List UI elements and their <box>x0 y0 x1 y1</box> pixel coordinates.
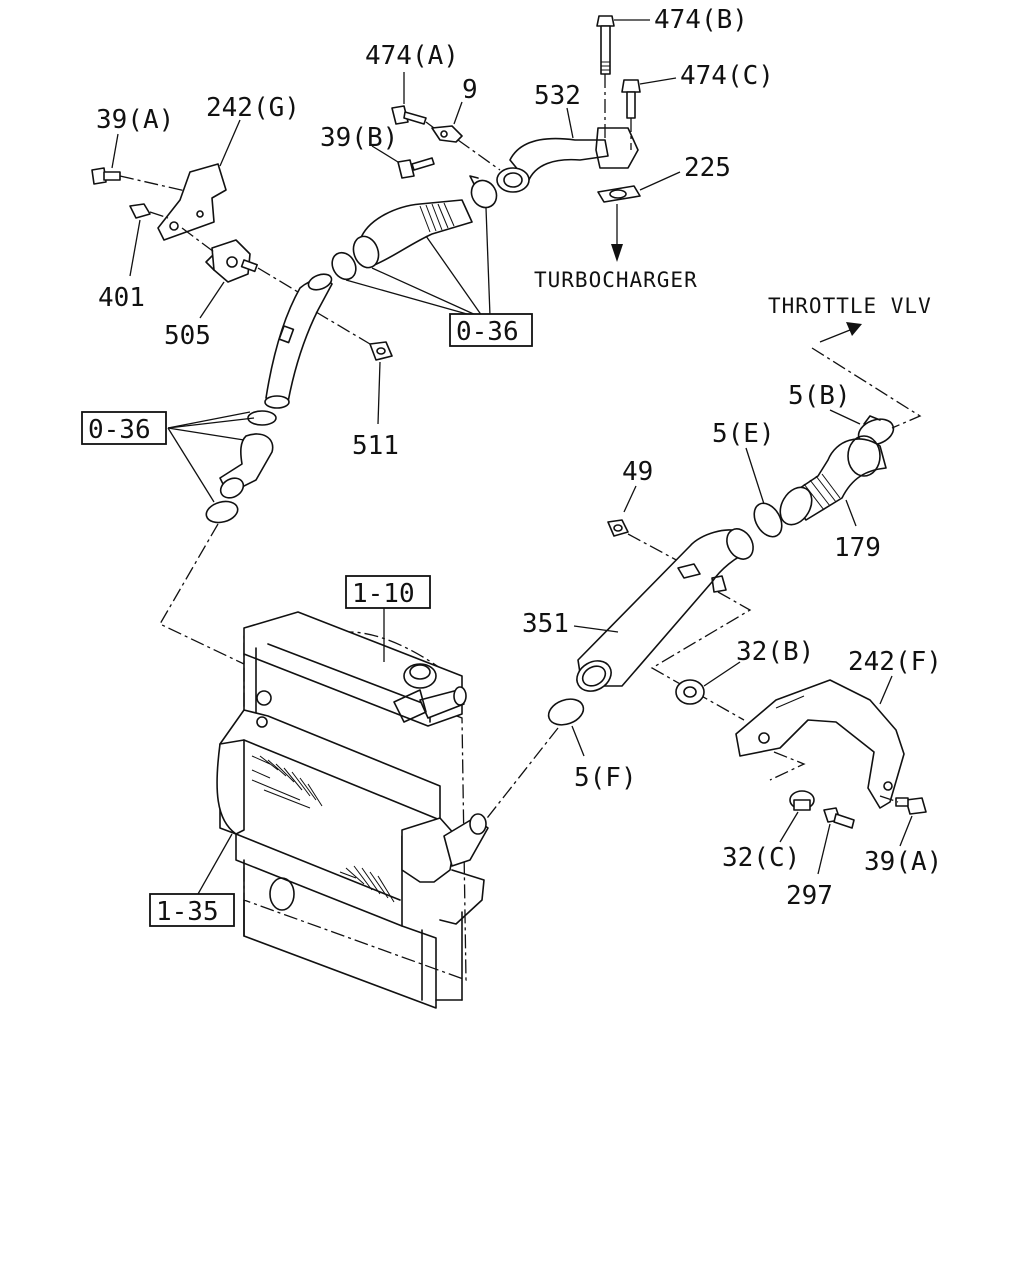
bolt-39a-top <box>91 167 121 185</box>
nut-511 <box>369 341 393 361</box>
callout-242f: 242(F) <box>848 647 942 677</box>
callout-474b: 474(B) <box>654 5 748 35</box>
callout-511: 511 <box>352 431 399 461</box>
ref-110: 1-10 <box>352 579 415 609</box>
turbocharger-note: TURBOCHARGER <box>534 268 698 292</box>
callout-474a: 474(A) <box>365 41 459 71</box>
hose-upper <box>352 199 473 269</box>
callout-242g: 242(G) <box>206 93 300 123</box>
callout-5e: 5(E) <box>712 419 775 449</box>
callout-532: 532 <box>534 81 581 111</box>
callout-474c: 474(C) <box>680 61 774 91</box>
callout-297: 297 <box>786 881 833 911</box>
bracket-9 <box>431 125 463 143</box>
ref-135: 1-35 <box>156 897 219 927</box>
callout-9: 9 <box>462 75 478 105</box>
callout-401: 401 <box>98 283 145 313</box>
ref-box-036-top <box>449 313 533 347</box>
ref-box-036-left <box>81 411 167 445</box>
bolt-39b <box>397 157 435 179</box>
throttle-note: THROTTLE VLV <box>768 294 932 318</box>
pipe-351 <box>576 528 754 692</box>
bracket-242f <box>735 679 905 809</box>
callout-5b: 5(B) <box>788 381 851 411</box>
ref-box-110 <box>345 575 431 609</box>
bolt-474a <box>391 105 427 125</box>
grommet-32b <box>675 679 705 705</box>
bracket-242g <box>157 163 227 241</box>
bolt-39a-bottom <box>895 797 927 815</box>
turbocharger-arrow-icon <box>611 204 623 262</box>
callout-39a-top: 39(A) <box>96 105 174 135</box>
callout-179: 179 <box>834 533 881 563</box>
gasket-225 <box>597 185 641 203</box>
callout-49: 49 <box>622 457 653 487</box>
mount-505 <box>205 239 258 283</box>
callout-5f: 5(F) <box>574 763 637 793</box>
ref-box-135 <box>149 893 235 927</box>
nut-49 <box>607 519 629 537</box>
callout-32b: 32(B) <box>736 637 814 667</box>
bolt-474c <box>621 79 641 119</box>
callout-225: 225 <box>684 153 731 183</box>
hose-left-short <box>219 433 274 499</box>
callout-39a-bottom: 39(A) <box>864 847 942 877</box>
callout-32c: 32(C) <box>722 843 800 873</box>
pipe-left <box>264 273 333 409</box>
ref-036-top: 0-36 <box>456 317 519 347</box>
bolt-474b <box>596 15 615 75</box>
callout-39b: 39(B) <box>320 123 398 153</box>
callout-351: 351 <box>522 609 569 639</box>
callout-505: 505 <box>164 321 211 351</box>
intercooler-radiator-assembly <box>216 611 489 1009</box>
throttle-arrow-icon <box>819 322 862 343</box>
pipe-532 <box>496 127 639 193</box>
ref-036-left: 0-36 <box>88 415 151 445</box>
hose-179 <box>779 435 887 526</box>
collar-32c <box>789 790 815 811</box>
nut-401 <box>129 203 151 219</box>
bolt-297 <box>823 807 855 829</box>
